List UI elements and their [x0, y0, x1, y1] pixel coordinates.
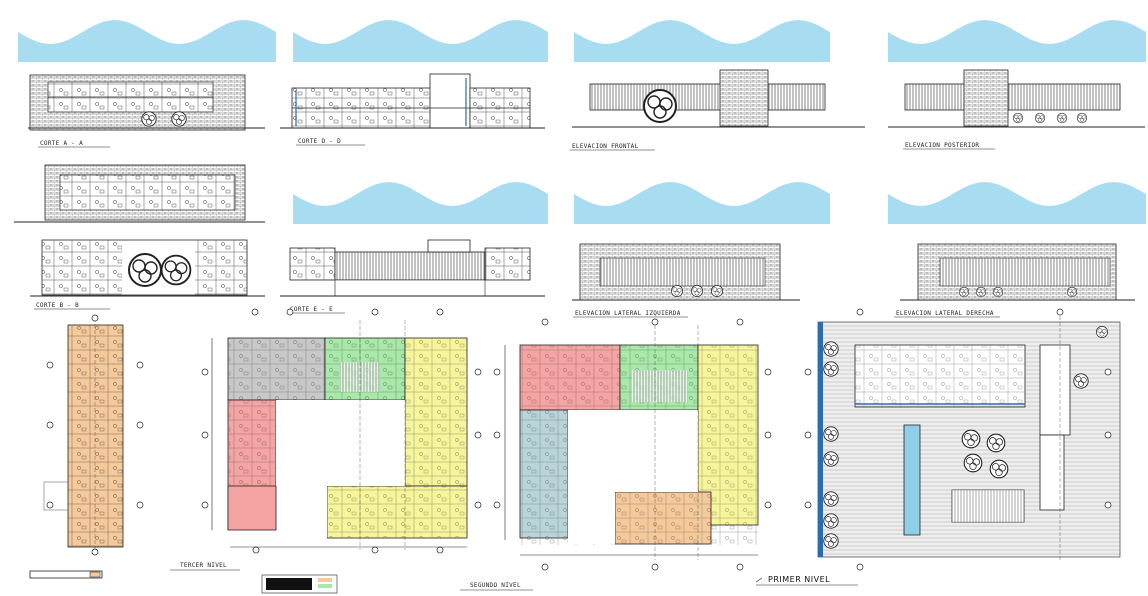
grid-marker — [474, 501, 482, 509]
grid-marker — [91, 548, 99, 556]
grid-marker — [1104, 501, 1112, 509]
left-elevation-drawing — [572, 243, 800, 301]
grid-marker — [541, 318, 549, 326]
sky-wave — [888, 20, 1146, 62]
grid-marker — [201, 431, 209, 439]
grid-marker — [286, 308, 294, 316]
label-tercer-nivel: TERCER NIVEL — [180, 562, 227, 569]
label-elevacion-posterior: ELEVACION POSTERIOR — [905, 142, 979, 149]
label-elevacion-lateral-izquierda: ELEVACION LATERAL IZQUIERDA — [575, 310, 681, 317]
front-elevation-drawing — [572, 69, 865, 128]
grid-marker — [46, 361, 54, 369]
grid-marker — [1104, 368, 1112, 376]
sky-wave — [18, 20, 276, 62]
grid-marker — [736, 563, 744, 571]
grid-marker — [91, 314, 99, 322]
grid-marker — [46, 501, 54, 509]
label-elevacion-frontal: ELEVACION FRONTAL — [572, 143, 639, 150]
grid-marker — [474, 368, 482, 376]
grid-marker — [764, 501, 772, 509]
grid-markers — [46, 308, 1112, 571]
grid-marker — [136, 501, 144, 509]
label-corte-d-d: CORTE D - D — [298, 138, 341, 145]
grid-marker — [493, 501, 501, 509]
label-corte-b-b: CORTE B - B — [36, 302, 79, 309]
label-corte-e-e: CORTE E - E — [290, 306, 333, 313]
grid-marker — [541, 563, 549, 571]
grid-marker — [493, 368, 501, 376]
label-corte-a-a: CORTE A - A — [40, 140, 83, 147]
sky-wave — [574, 20, 830, 62]
grid-marker — [804, 431, 812, 439]
label-segundo-nivel: SEGUNDO NIVEL — [470, 582, 521, 589]
section-e-e-drawing — [280, 239, 545, 297]
grid-marker — [474, 431, 482, 439]
section-b-b-drawing — [14, 164, 265, 297]
grid-marker — [1104, 431, 1112, 439]
third-level-plan: TERCER NIVEL — [170, 320, 468, 594]
grid-marker — [804, 368, 812, 376]
second-level-plan: SEGUNDO NIVEL — [460, 325, 759, 591]
sky-waves — [18, 20, 1146, 224]
sky-wave — [293, 182, 548, 224]
grid-marker — [251, 308, 259, 316]
label-elevacion-lateral-derecha: ELEVACION LATERAL DERECHA — [896, 310, 994, 317]
grid-marker — [436, 308, 444, 316]
right-elevation-drawing — [900, 243, 1135, 301]
grid-marker — [493, 431, 501, 439]
label-primer-nivel: PRIMER NIVEL — [768, 575, 830, 584]
grid-marker — [764, 368, 772, 376]
grid-marker — [436, 546, 444, 554]
section-d-d-drawing — [280, 73, 545, 129]
grid-marker — [651, 318, 659, 326]
grid-marker — [252, 546, 260, 554]
grid-marker — [804, 501, 812, 509]
grid-marker — [1056, 308, 1064, 316]
section-a-a-drawing — [28, 74, 265, 131]
grid-marker — [764, 431, 772, 439]
grid-marker — [371, 308, 379, 316]
elevation-labels: CORTE A - A CORTE D - D ELEVACION FRONTA… — [34, 138, 1000, 318]
grid-marker — [856, 308, 864, 316]
sky-wave — [888, 182, 1146, 224]
grid-marker — [136, 421, 144, 429]
grid-marker — [371, 546, 379, 554]
grid-marker — [46, 421, 54, 429]
first-level-plan: PRIMER NIVEL — [755, 310, 1121, 586]
grid-marker — [136, 361, 144, 369]
grid-marker — [651, 563, 659, 571]
grid-marker — [856, 563, 864, 571]
sky-wave — [574, 182, 830, 224]
grid-marker — [201, 368, 209, 376]
grid-marker — [736, 318, 744, 326]
narrow-plan — [29, 318, 124, 579]
rear-elevation-drawing — [888, 69, 1145, 128]
grid-marker — [201, 501, 209, 509]
sky-wave — [293, 20, 548, 62]
